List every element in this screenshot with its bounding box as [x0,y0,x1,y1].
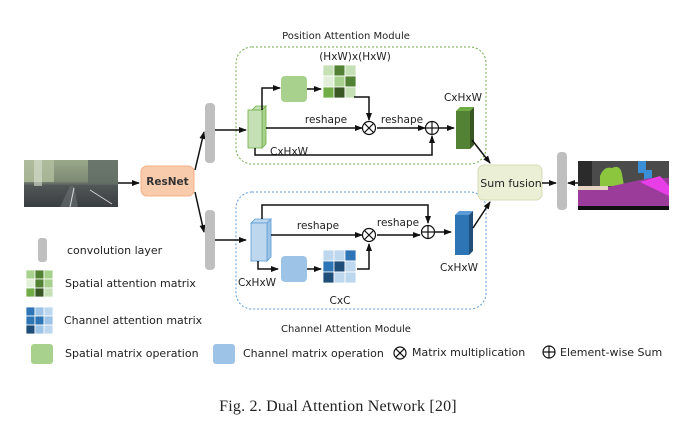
matrix-cell [43,269,54,280]
legend-spatial-matrix-label: Spatial attention matrix [65,277,196,290]
matrix-cell [25,269,36,280]
matrix-cell [25,315,36,326]
matmul-icon [361,227,377,243]
legend-channel-matrix-label: Channel attention matrix [64,314,203,327]
position-module-title: Position Attention Module [282,31,410,42]
matrix-cell [25,306,36,317]
matrix-cell [322,271,335,284]
matrix-cell [344,271,357,284]
channel-input-label: CxHxW [238,277,277,289]
matrix-cell [344,260,357,273]
legend-conv-label: convolution layer [67,244,163,257]
position-reshape-label-1: reshape [305,114,347,126]
legend-channel-matrix-swatch [25,306,54,335]
conv-layer-top [205,103,215,163]
matrix-cell [344,75,357,88]
matrix-cell [333,249,346,262]
input-image [24,160,118,208]
channel-module-title: Channel Attention Module [281,324,411,335]
matrix-cell [34,269,45,280]
matrix-cell [344,64,357,77]
arrow-matrix-to-matmul [354,96,372,121]
matrix-cell [344,249,357,262]
sum-fusion-label: Sum fusion [480,177,542,190]
matrix-cell [333,64,346,77]
figure-caption: Fig. 2. Dual Attention Network [20] [219,398,457,415]
matrix-cell [34,287,45,298]
arrow-residual-position [254,135,435,156]
matrix-cell [333,75,346,88]
output-segmentation-image [578,161,669,210]
arrow-channel-matrix-to-matmul [357,243,372,270]
resnet-label: ResNet [146,176,188,188]
position-input-label: CxHxW [270,146,309,158]
spatial-attention-matrix [322,64,357,99]
legend-spatial-op-label: Spatial matrix operation [65,347,199,360]
position-matrix-label: (HxW)x(HxW) [319,51,391,63]
legend-sum-label: Element-wise Sum [560,346,662,359]
matrix-cell [344,86,357,99]
channel-reshape-label-1: reshape [297,220,339,232]
matrix-cell [43,315,54,326]
channel-module-border [235,191,487,310]
matrix-cell [43,324,54,335]
matrix-cell [322,75,335,88]
element-wise-sum-icon [420,224,436,240]
position-module-border [235,46,487,165]
matrix-cell [34,278,45,289]
legend-spatial-matrix-swatch [25,269,54,298]
arrow-residual-channel [261,204,431,224]
matrix-cell [25,278,36,289]
conv-layer-bottom [205,210,215,270]
arrow-position-to-fusion [471,139,491,164]
channel-matrix-label: CxC [330,295,351,307]
position-reshape-label-2: reshape [381,114,423,126]
matrix-cell [322,64,335,77]
matrix-cell [43,306,54,317]
element-wise-sum-icon [424,120,440,136]
channel-matrix-operation [281,256,307,282]
arrow-resnet-to-bottom-conv [194,191,206,233]
legend-conv-swatch [38,238,47,262]
matrix-cell [25,287,36,298]
matmul-icon [361,120,377,136]
channel-reshape-label-2: reshape [377,217,419,229]
position-output-label: CxHxW [444,92,483,104]
channel-output-tensor [455,211,473,255]
matrix-cell [43,287,54,298]
matrix-cell [43,278,54,289]
position-output-tensor [456,107,474,149]
matrix-cell [25,324,36,335]
legend-spatial-op-swatch [31,344,53,364]
matrix-cell [333,86,346,99]
matrix-cell [34,315,45,326]
matrix-cell [322,86,335,99]
matrix-cell [34,306,45,317]
arrow-resnet-to-top-conv [194,131,206,171]
position-input-tensor [247,105,267,149]
matrix-cell [34,324,45,335]
legend-channel-op-swatch [213,344,235,364]
channel-input-tensor [250,218,272,262]
matrix-cell [322,260,335,273]
matrix-cell [333,260,346,273]
legend-sum-icon [542,345,556,359]
legend-matmul-label: Matrix multiplication [412,346,525,359]
arrow-to-channel-op [257,261,279,272]
resnet-block [140,165,195,197]
legend-matmul-icon [393,346,407,360]
conv-layer-output [557,152,567,210]
matrix-cell [333,271,346,284]
arrow-to-spatial-op [261,85,281,110]
channel-attention-matrix [322,249,357,284]
matrix-cell [322,249,335,262]
spatial-matrix-operation [281,76,307,102]
channel-output-label: CxHxW [440,262,479,274]
arrow-channel-to-fusion [472,201,491,229]
legend-channel-op-label: Channel matrix operation [243,347,384,360]
